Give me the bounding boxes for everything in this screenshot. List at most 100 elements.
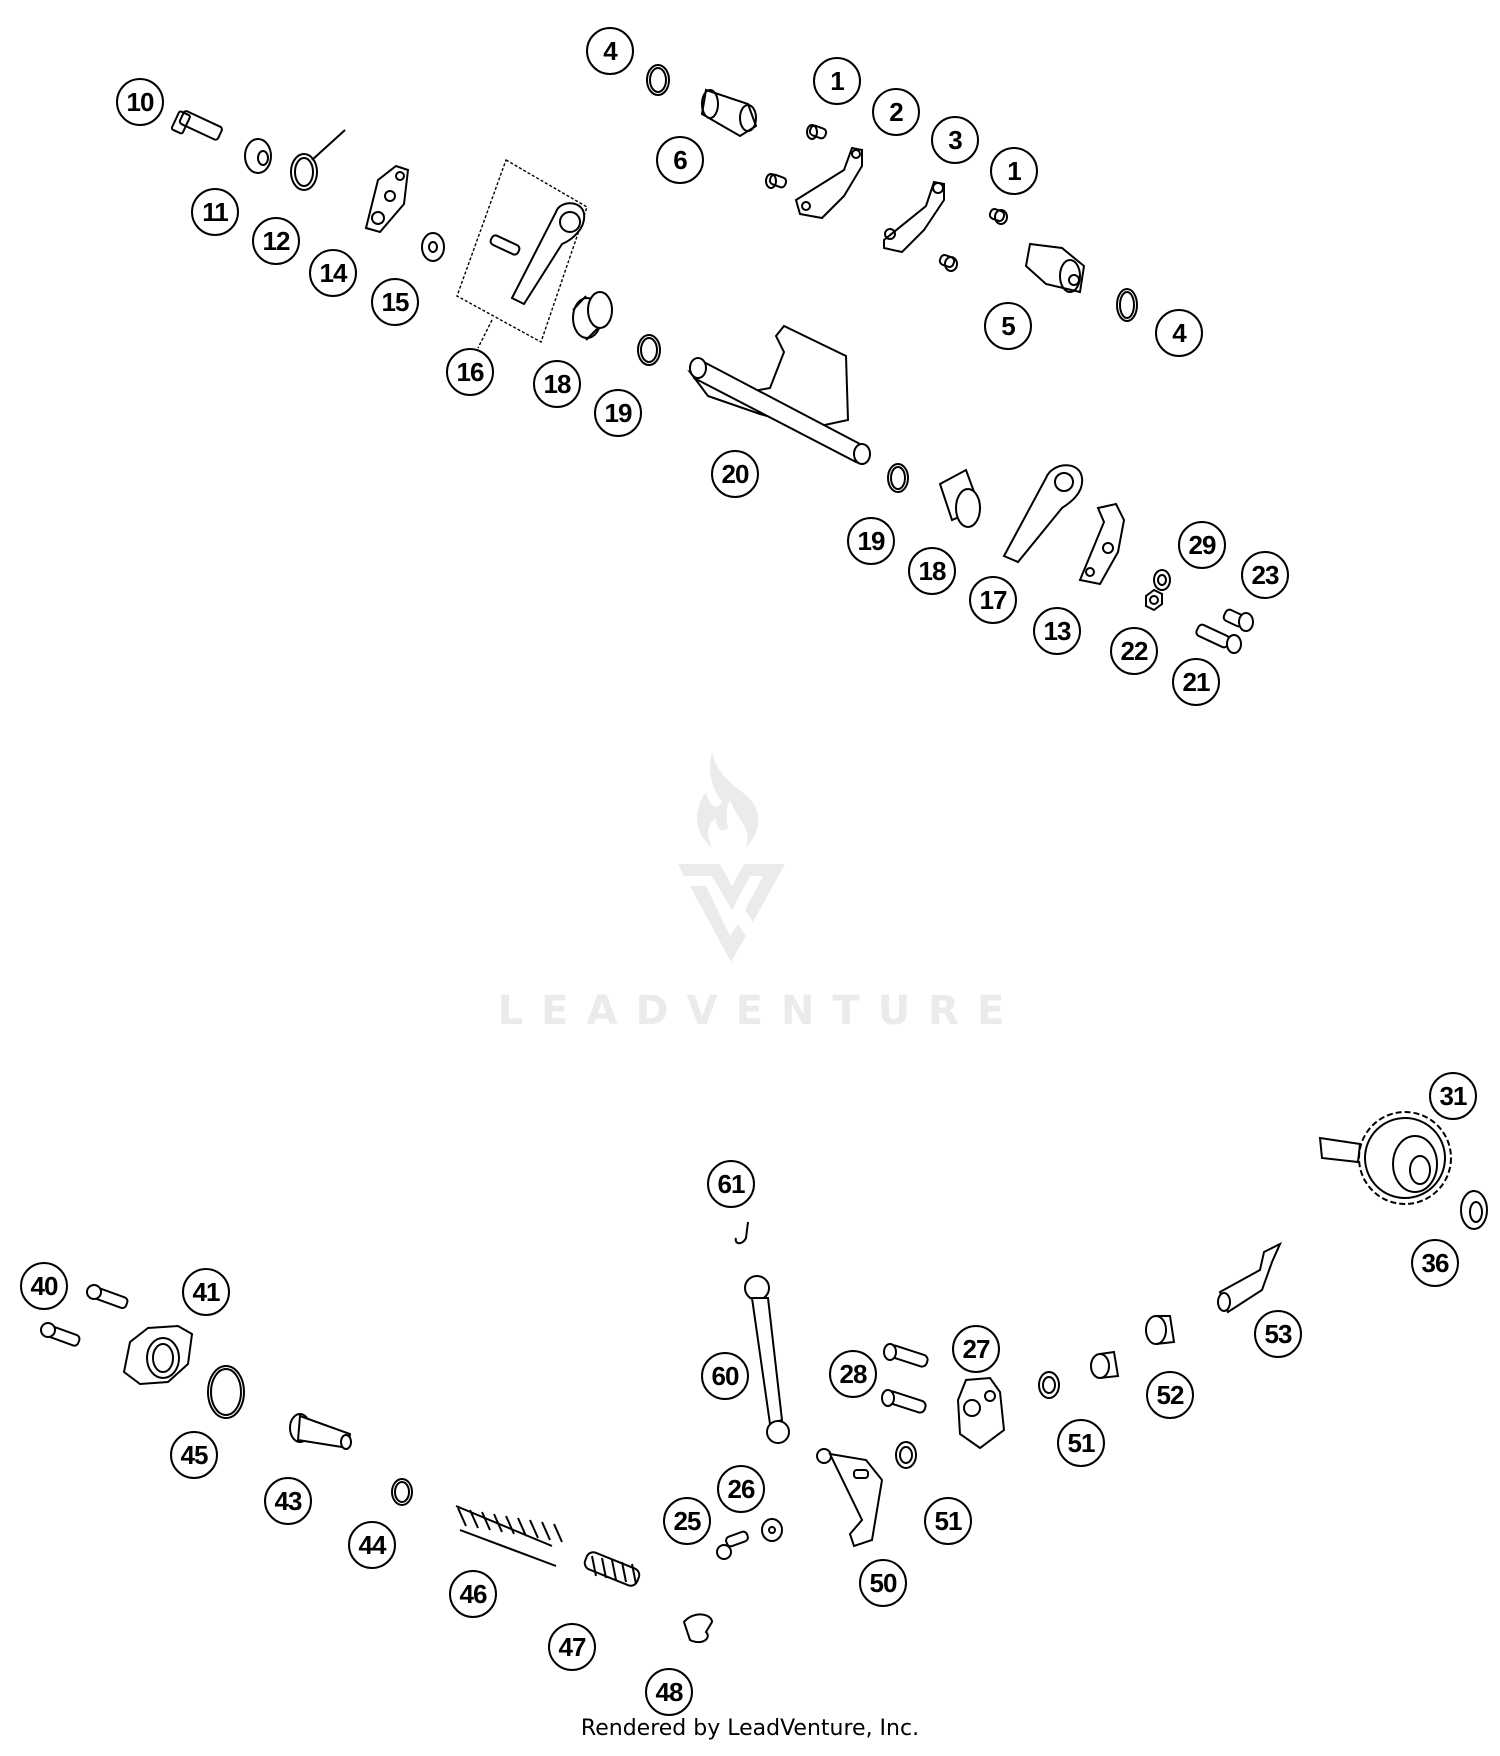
sleeve-52a-icon <box>1090 1350 1120 1379</box>
callout-part-28[interactable]: 28 <box>829 1350 877 1398</box>
shift-drum-20-icon <box>687 324 871 465</box>
callout-part-4[interactable]: 4 <box>586 27 634 75</box>
ring-19b-icon <box>887 463 909 493</box>
callout-part-45[interactable]: 45 <box>170 1431 218 1479</box>
plate-13-icon <box>1078 502 1126 586</box>
callout-part-21[interactable]: 21 <box>1172 658 1220 706</box>
screw-1a-icon <box>806 124 828 140</box>
callout-part-50[interactable]: 50 <box>859 1559 907 1607</box>
callout-part-17[interactable]: 17 <box>969 576 1017 624</box>
clip-61-icon <box>734 1221 749 1245</box>
callout-part-60[interactable]: 60 <box>701 1352 749 1400</box>
callout-part-6[interactable]: 6 <box>656 136 704 184</box>
callout-part-31[interactable]: 31 <box>1429 1072 1477 1120</box>
spring-47-icon <box>583 1551 641 1587</box>
bolt-40b-icon <box>40 1322 81 1347</box>
callout-part-52[interactable]: 52 <box>1146 1371 1194 1419</box>
block-27-icon <box>956 1376 1006 1450</box>
shift-lever-50-icon <box>816 1448 884 1548</box>
ring-19-icon <box>637 334 661 366</box>
callout-part-5[interactable]: 5 <box>984 302 1032 350</box>
callout-part-1[interactable]: 1 <box>990 147 1038 195</box>
bolt-25-icon <box>716 1530 749 1560</box>
washer-26-icon <box>761 1518 783 1542</box>
screw-1b-icon <box>765 173 788 189</box>
callout-part-41[interactable]: 41 <box>182 1268 230 1316</box>
leadventure-flame-logo-icon <box>678 752 785 962</box>
watermark: LEADVENTURE <box>480 740 1040 1034</box>
callout-part-16[interactable]: 16 <box>446 348 494 396</box>
lever-16-icon <box>456 158 588 349</box>
callout-part-51[interactable]: 51 <box>1057 1419 1105 1467</box>
nut-22-icon <box>1145 588 1163 612</box>
washer-29-icon <box>1153 569 1171 591</box>
callout-part-25[interactable]: 25 <box>663 1497 711 1545</box>
footer-credit: Rendered by LeadVenture, Inc. <box>580 1716 920 1741</box>
callout-part-15[interactable]: 15 <box>371 278 419 326</box>
callout-part-10[interactable]: 10 <box>116 78 164 126</box>
callout-part-22[interactable]: 22 <box>1110 627 1158 675</box>
callout-part-11[interactable]: 11 <box>191 188 239 236</box>
screw-5-icon <box>938 254 958 272</box>
callout-part-2[interactable]: 2 <box>872 88 920 136</box>
callout-part-26[interactable]: 26 <box>717 1465 765 1513</box>
spring-12-icon <box>290 129 346 191</box>
callout-part-48[interactable]: 48 <box>645 1668 693 1716</box>
clip-48-icon <box>682 1613 714 1644</box>
callout-part-51[interactable]: 51 <box>924 1497 972 1545</box>
washer-15-icon <box>421 232 445 262</box>
callout-part-12[interactable]: 12 <box>252 217 300 265</box>
callout-part-36[interactable]: 36 <box>1411 1239 1459 1287</box>
callout-part-19[interactable]: 19 <box>594 389 642 437</box>
callout-part-40[interactable]: 40 <box>20 1262 68 1310</box>
watermark-text: LEADVENTURE <box>497 988 1023 1034</box>
bearing-5-icon <box>1024 242 1086 294</box>
shaft-43-icon <box>289 1413 352 1450</box>
bearing-36-icon <box>1460 1190 1488 1230</box>
plate-14-icon <box>364 164 410 234</box>
bearing-6-icon <box>700 88 758 138</box>
housing-41-icon <box>122 1324 194 1386</box>
callout-part-53[interactable]: 53 <box>1254 1310 1302 1358</box>
callout-part-43[interactable]: 43 <box>264 1477 312 1525</box>
callout-part-3[interactable]: 3 <box>931 116 979 164</box>
screw-1c-icon <box>988 208 1008 225</box>
callout-part-61[interactable]: 61 <box>707 1160 755 1208</box>
callout-part-27[interactable]: 27 <box>952 1325 1000 1373</box>
sleeve-52b-icon <box>1145 1315 1176 1345</box>
washer-44-icon <box>391 1478 413 1506</box>
ring-4b-icon <box>1116 288 1138 322</box>
washer-51b-icon <box>895 1441 917 1469</box>
callout-part-18[interactable]: 18 <box>908 547 956 595</box>
callout-part-47[interactable]: 47 <box>548 1623 596 1671</box>
callout-part-19[interactable]: 19 <box>847 517 895 565</box>
callout-part-20[interactable]: 20 <box>711 450 759 498</box>
callout-part-46[interactable]: 46 <box>449 1570 497 1618</box>
sleeve-18-icon <box>572 291 613 341</box>
bolt-23-icon <box>1222 608 1254 632</box>
bolt-10-icon <box>170 110 223 141</box>
lever-17-icon <box>1002 464 1084 564</box>
callout-part-29[interactable]: 29 <box>1178 521 1226 569</box>
ring-4-icon <box>646 64 670 96</box>
callout-part-18[interactable]: 18 <box>533 360 581 408</box>
arm-2-icon <box>794 146 863 220</box>
spring-46-icon <box>455 1505 563 1567</box>
callout-part-13[interactable]: 13 <box>1033 607 1081 655</box>
bushing-11-icon <box>244 138 272 174</box>
bolt-28b-icon <box>881 1389 927 1414</box>
callout-part-1[interactable]: 1 <box>813 57 861 105</box>
bolt-28a-icon <box>883 1343 929 1368</box>
callout-part-4[interactable]: 4 <box>1155 309 1203 357</box>
shift-pawl-53-icon <box>1217 1241 1283 1314</box>
arm-3-icon <box>883 180 945 254</box>
callout-part-44[interactable]: 44 <box>348 1521 396 1569</box>
callout-part-23[interactable]: 23 <box>1241 551 1289 599</box>
gear-31-icon <box>1318 1111 1452 1205</box>
bolt-40a-icon <box>86 1284 129 1310</box>
sleeve-18b-icon <box>938 468 982 528</box>
link-rod-60-icon <box>744 1275 790 1444</box>
callout-part-14[interactable]: 14 <box>309 249 357 297</box>
